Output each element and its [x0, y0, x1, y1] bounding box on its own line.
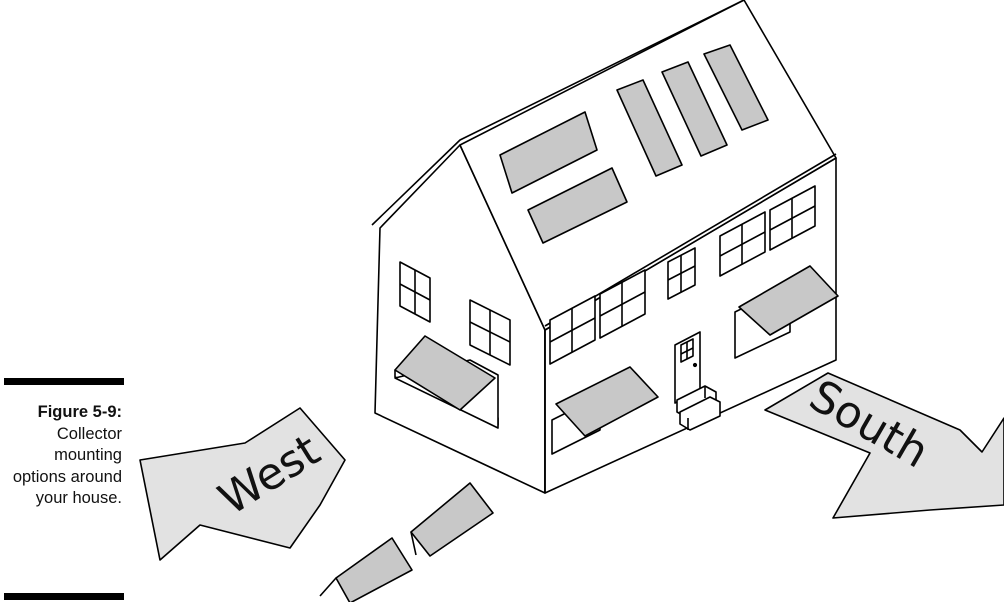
figure-caption: Figure 5-9: Collector mounting options a… — [0, 402, 122, 510]
gable-window-upper — [399, 261, 431, 323]
ground-collector-2 — [410, 482, 494, 557]
front-window-2 — [599, 269, 646, 339]
roof-collector-3 — [616, 79, 683, 177]
front-window-1 — [549, 295, 596, 365]
west-arrow — [139, 407, 346, 561]
roof-collector-1 — [499, 111, 598, 194]
figure-caption-text: Collector mounting options around your h… — [12, 424, 122, 508]
front-awning-collector-left — [555, 366, 659, 437]
front-window-3 — [667, 247, 696, 300]
front-steps — [676, 385, 721, 431]
caption-top-rule — [4, 378, 124, 385]
gable-awning-collector — [394, 335, 496, 411]
south-arrow — [764, 372, 1004, 519]
front-window-4 — [719, 211, 766, 277]
roof-collector-2 — [527, 167, 628, 244]
ground-collector-1 — [335, 537, 413, 602]
gable-window-middle — [469, 299, 511, 366]
figure-label: Figure 5-9: — [37, 403, 122, 421]
roof-collector-5 — [703, 44, 769, 131]
front-window-5 — [769, 185, 816, 251]
front-awning-collector-right — [738, 265, 839, 336]
caption-bottom-rule — [4, 593, 124, 600]
roof-collector-4 — [661, 61, 728, 157]
